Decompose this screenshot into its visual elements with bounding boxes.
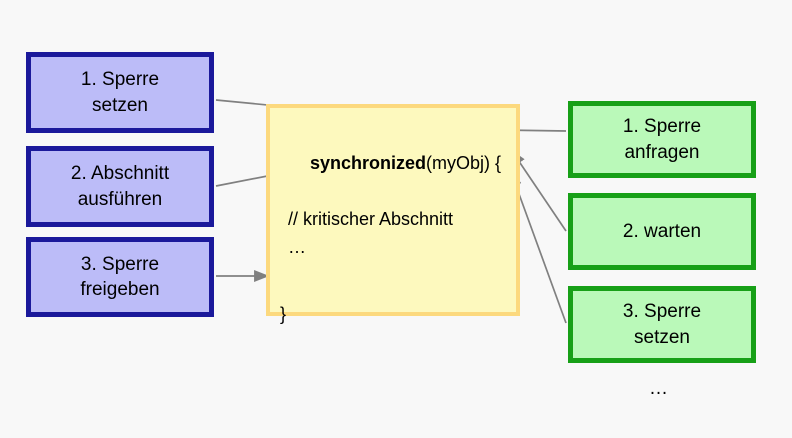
right-box-3[interactable]: 3. Sperre setzen (568, 286, 756, 363)
left-box-1-line1: 1. Sperre (80, 69, 160, 91)
left-box-1-line2: setzen (92, 94, 148, 116)
right-box-1-line1: 1. Sperre (622, 116, 702, 138)
right-box-3-line2: setzen (634, 326, 690, 348)
code-line-3-ellipsis: … (288, 236, 306, 257)
code-line-2: // kritischer Abschnitt (288, 208, 454, 229)
left-box-1[interactable]: 1. Sperre setzen (26, 52, 214, 133)
arrow-warten-to-code (511, 149, 567, 232)
code-line-1-rest: (myObj) { (426, 152, 502, 173)
code-block: synchronized(myObj) { // kritischer Absc… (266, 104, 520, 324)
left-box-2[interactable]: 2. Abschnitt ausführen (26, 146, 214, 227)
right-box-2[interactable]: 2. warten (568, 193, 756, 270)
code-line-1: synchronized(myObj) { (280, 122, 516, 206)
right-column-trailing-ellipsis: … (649, 378, 669, 399)
code-line-4: } (280, 304, 287, 325)
right-box-3-line1: 3. Sperre (622, 301, 702, 323)
left-box-3-line1: 3. Sperre (80, 253, 160, 275)
left-box-2-line1: 2. Abschnitt (70, 163, 170, 185)
code-keyword-synchronized: synchronized (310, 152, 427, 173)
left-box-3[interactable]: 3. Sperre freigeben (26, 237, 214, 317)
right-box-1-line2: anfragen (624, 141, 700, 163)
left-box-3-line2: freigeben (80, 279, 160, 300)
left-box-2-line2: ausführen (77, 188, 163, 210)
right-box-1[interactable]: 1. Sperre anfragen (568, 101, 756, 178)
right-box-2-line1: 2. warten (622, 220, 702, 242)
